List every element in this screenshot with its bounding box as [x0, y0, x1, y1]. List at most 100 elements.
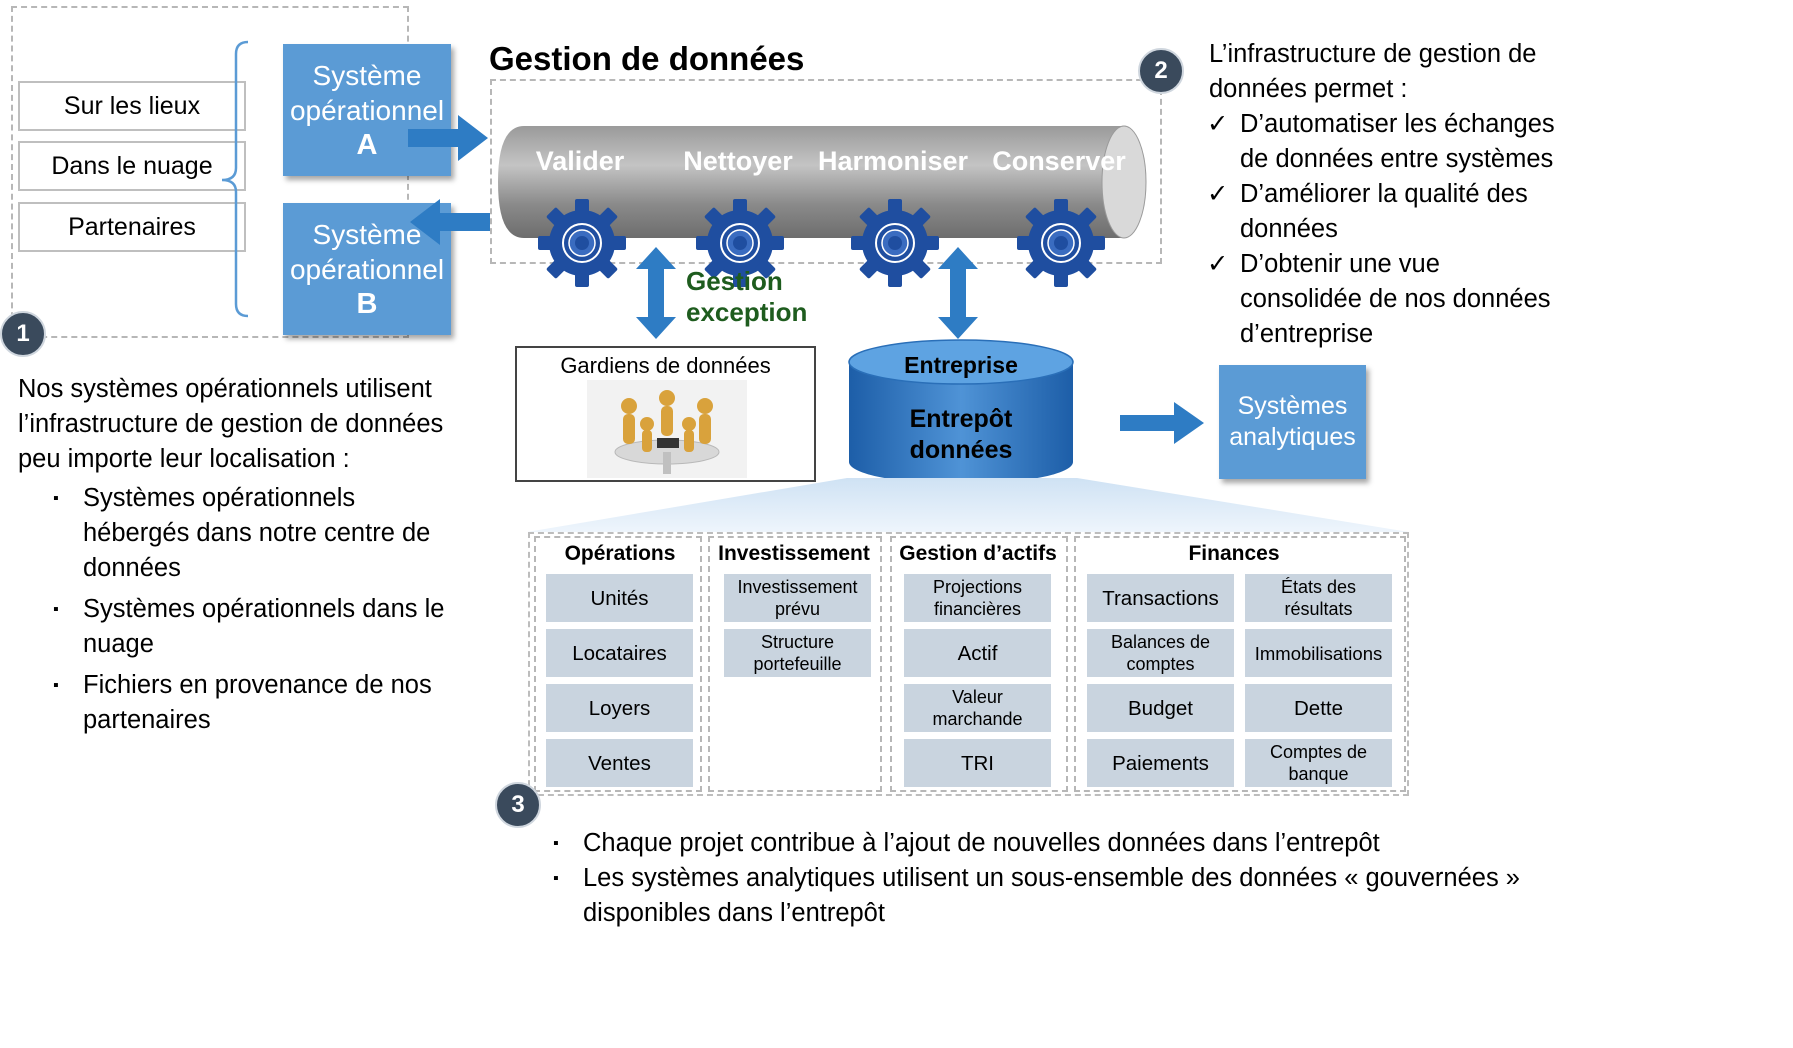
exception-handling-label: Gestion exception [686, 266, 807, 328]
exception-line1: Gestion [686, 266, 783, 296]
domain-cell: Actif [904, 629, 1051, 677]
warehouse-line2: données [909, 436, 1013, 464]
bullet-icon: ▪ [553, 870, 559, 887]
data-guardians-box: Gardiens de données [515, 346, 816, 482]
domain-cell: États des résultats [1245, 574, 1392, 622]
section-investment-frame [708, 536, 882, 792]
operational-intro: Nos systèmes opérationnels utilisent l’i… [18, 375, 444, 473]
system-a-line1: Système [312, 59, 422, 91]
step-preserve: Conserver [992, 146, 1126, 176]
section-operations-title: Opérations [564, 542, 676, 565]
domain-cell: Investissement prévu [724, 574, 871, 622]
section-assets-title: Gestion d’actifs [899, 542, 1057, 565]
operational-locations-list: ▪ Systèmes opérationnels hébergés dans n… [18, 481, 458, 738]
arrow-right-icon [1120, 402, 1204, 444]
brace-connector [221, 40, 249, 318]
analytics-line1: Systèmes [1237, 392, 1348, 420]
domain-cell: Ventes [546, 739, 693, 787]
operational-location-item: ▪ Systèmes opérationnels dans le nuage [18, 592, 458, 662]
system-a-line2: opérationnel [289, 94, 445, 126]
operational-location-item: ▪ Fichiers en provenance de nos partenai… [18, 668, 458, 738]
domain-cell: Budget [1087, 684, 1234, 732]
warehouse-top-label: Entreprise [904, 352, 1018, 378]
infra-benefit-item: ✓ D’automatiser les échanges de données … [1207, 107, 1557, 177]
system-b-box: Système opérationnel B [283, 203, 451, 335]
warehouse-label: Entrepôt données [846, 404, 1076, 466]
warehouse-note-text: Chaque projet contribue à l’ajout de nou… [583, 829, 1380, 857]
meeting-people-icon [587, 380, 747, 478]
data-pipe [498, 125, 1147, 239]
guardians-label: Gardiens de données [560, 353, 771, 378]
analytics-line2: analytiques [1229, 423, 1356, 451]
domain-cell: Valeur marchande [904, 684, 1051, 732]
analytics-systems-box: Systèmes analytiques [1219, 365, 1366, 479]
domain-cell: Unités [546, 574, 693, 622]
operational-location-text: Fichiers en provenance de nos partenaire… [83, 671, 432, 734]
bullet-icon: ▪ [53, 490, 59, 507]
domain-cell: Projections financières [904, 574, 1051, 622]
warehouse-notes: ▪ Chaque projet contribue à l’ajout de n… [545, 826, 1555, 931]
location-partners: Partenaires [18, 202, 246, 252]
step-clean: Nettoyer [683, 146, 793, 176]
infra-intro: L’infrastructure de gestion de données p… [1209, 40, 1537, 103]
data-management-frame [490, 79, 1162, 264]
double-arrow-icon [938, 247, 978, 339]
system-b-line2: opérationnel [289, 253, 445, 285]
gear-icon [1016, 198, 1106, 288]
operational-location-text: Systèmes opérationnels hébergés dans not… [83, 484, 431, 582]
warehouse-notes-list: ▪ Chaque projet contribue à l’ajout de n… [545, 826, 1555, 931]
system-a-letter: A [356, 128, 378, 161]
warehouse-note-item: ▪ Chaque projet contribue à l’ajout de n… [545, 826, 1555, 861]
exception-line2: exception [686, 297, 808, 327]
section-finances-title: Finances [1188, 542, 1280, 565]
section-finances-frame [1074, 536, 1406, 792]
domain-cell: Balances de comptes [1087, 629, 1234, 677]
section-investment-title: Investissement [718, 542, 870, 565]
system-b-line1: Système [312, 218, 422, 250]
badge-3: 3 [495, 782, 541, 828]
domain-cell: Loyers [546, 684, 693, 732]
infra-benefits-list: ✓ D’automatiser les échanges de données … [1207, 107, 1557, 352]
infra-benefit-text: D’automatiser les échanges de données en… [1240, 110, 1555, 173]
section-operations-frame [534, 536, 702, 792]
bullet-icon: ▪ [553, 835, 559, 852]
domain-cell: Dette [1245, 684, 1392, 732]
infra-benefit-text: D’améliorer la qualité des données [1240, 180, 1528, 243]
operational-location-item: ▪ Systèmes opérationnels hébergés dans n… [18, 481, 458, 586]
warehouse-note-text: Les systèmes analytiques utilisent un so… [583, 864, 1520, 927]
domain-cell: Immobilisations [1245, 629, 1392, 677]
badge-1: 1 [0, 311, 46, 357]
warehouse-domains-frame [528, 532, 1409, 796]
warehouse-scope-fan [527, 478, 1409, 532]
domain-cell: Paiements [1087, 739, 1234, 787]
gear-icon [537, 198, 627, 288]
operational-description: Nos systèmes opérationnels utilisent l’i… [18, 372, 458, 738]
arrow-left-icon [410, 199, 490, 245]
check-icon: ✓ [1207, 110, 1229, 138]
infra-benefit-item: ✓ D’améliorer la qualité des données [1207, 177, 1557, 247]
double-arrow-icon [636, 247, 676, 339]
database-icon [848, 339, 1074, 484]
data-management-title: Gestion de données [489, 40, 805, 77]
infra-benefit-item: ✓ D’obtenir une vue consolidée de nos do… [1207, 247, 1557, 352]
location-onsite: Sur les lieux [18, 81, 246, 131]
warehouse-note-item: ▪ Les systèmes analytiques utilisent un … [545, 861, 1555, 931]
warehouse-line1: Entrepôt [909, 405, 1013, 433]
step-harmonize: Harmoniser [817, 146, 969, 176]
domain-cell: Transactions [1087, 574, 1234, 622]
domain-cell: Structure portefeuille [724, 629, 871, 677]
badge-2: 2 [1138, 48, 1184, 94]
bullet-icon: ▪ [53, 601, 59, 618]
domain-cell: Comptes de banque [1245, 739, 1392, 787]
check-icon: ✓ [1207, 250, 1229, 278]
section-assets-frame [890, 536, 1068, 792]
bullet-icon: ▪ [53, 677, 59, 694]
domain-cell: TRI [904, 739, 1051, 787]
check-icon: ✓ [1207, 180, 1229, 208]
operational-location-text: Systèmes opérationnels dans le nuage [83, 595, 445, 658]
domain-cell: Locataires [546, 629, 693, 677]
gear-icon [850, 198, 940, 288]
step-validate: Valider [535, 146, 625, 176]
system-a-box: Système opérationnel A [283, 44, 451, 176]
arrow-right-icon [408, 115, 488, 161]
